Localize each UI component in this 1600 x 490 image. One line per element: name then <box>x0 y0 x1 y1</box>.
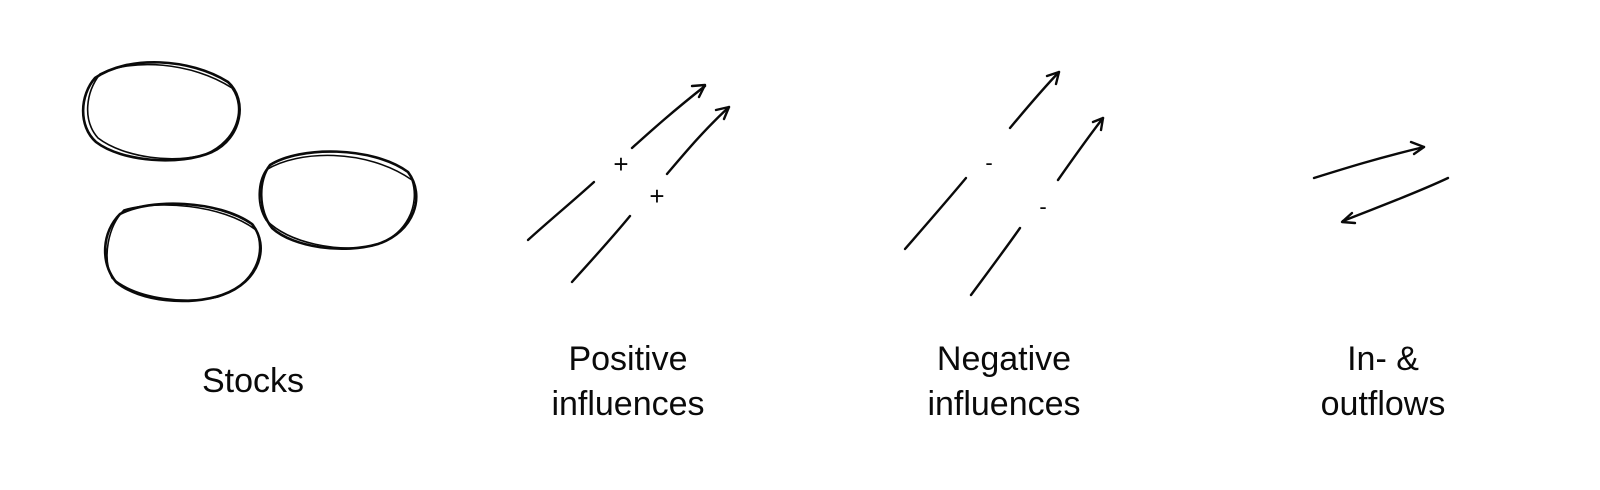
stocks-label: Stocks <box>150 359 356 404</box>
positive-sign-label: + <box>649 181 664 211</box>
negative-sign-label: - <box>1039 194 1046 219</box>
stock-ellipse-icon <box>258 150 418 250</box>
negative-influences-group: - - <box>903 70 1105 297</box>
negative-influences-label: Negative influences <box>901 337 1107 427</box>
flows-label-line2: outflows <box>1320 385 1446 423</box>
stocks-group <box>81 60 418 303</box>
positive-arrow-icon <box>570 105 731 284</box>
positive-influences-label: Positive influences <box>525 337 731 427</box>
flows-label: In- & outflows <box>1280 337 1486 427</box>
positive-label-line1: Positive <box>568 340 688 378</box>
flow-arrow-icon <box>1340 176 1450 225</box>
positive-sign-label: + <box>613 149 628 179</box>
stocks-label-text: Stocks <box>201 362 305 400</box>
stock-ellipse-icon <box>81 60 241 162</box>
positive-label-line2: influences <box>551 385 705 423</box>
stock-ellipse-icon <box>103 202 262 303</box>
positive-influences-group: + + <box>526 83 731 284</box>
negative-label-line1: Negative <box>936 340 1072 378</box>
negative-arrow-icon <box>903 70 1061 251</box>
positive-arrow-icon <box>526 83 707 242</box>
flows-label-line1: In- & <box>1347 340 1419 378</box>
negative-arrow-icon <box>969 116 1105 297</box>
flows-group <box>1312 140 1450 225</box>
flow-arrow-icon <box>1312 140 1426 180</box>
negative-label-line2: influences <box>927 385 1081 423</box>
negative-sign-label: - <box>985 150 992 175</box>
